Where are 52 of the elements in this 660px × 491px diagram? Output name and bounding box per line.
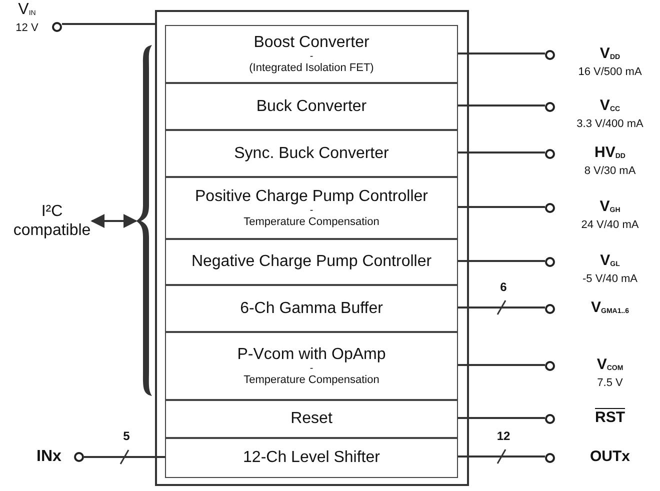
double-arrow [90,214,138,228]
connector-line [458,306,545,308]
block-title: 12-Ch Level Shifter [243,448,380,467]
connector-line [458,260,545,262]
chip-outline [155,10,469,486]
block-title: 6-Ch Gamma Buffer [240,298,383,318]
function-block [165,129,458,178]
pin-rating: 3.3 V/400 mA [576,118,644,130]
block-subtitle: (Integrated Isolation FET) [249,61,374,76]
block-title: Sync. Buck Converter [234,144,389,163]
connector-line [458,152,545,154]
bus-width-label: 6 [500,280,507,294]
connector-line [458,417,545,419]
separator-dash: - [310,206,314,215]
block-title: Boost Converter [254,33,370,52]
pin-rating: -5 V/40 mA [582,273,638,286]
connector-line [458,364,545,366]
function-block [165,25,458,84]
separator-dash: - [310,364,314,373]
bus-width-label: 5 [123,429,130,443]
pin-rating: 8 V/30 mA [584,164,636,178]
connector-line [62,23,155,25]
function-block [165,331,458,400]
pin-rating: 7.5 V [597,377,623,390]
bus-width-label: 12 [496,428,510,442]
block-title: Buck Converter [256,96,367,116]
block-title: Negative Charge Pump Controller [191,252,432,272]
function-block [165,82,458,130]
function-block [165,399,458,438]
block-title: Positive Charge Pump Controller [195,186,428,206]
connector-line [458,456,545,458]
function-block [165,437,458,478]
pin-name: OUTx [590,448,630,464]
block-title: P-Vcom with OpAmp [237,344,386,364]
connector-line [458,206,545,208]
pin-rating: 12 V [16,22,38,35]
pin-rating: 24 V/40 mA [581,219,639,232]
function-block [165,176,458,240]
function-block [165,238,458,286]
pin-name: V$_{IN}$ [18,2,36,20]
separator-dash: - [310,52,314,62]
connector-line [458,52,545,54]
function-block [165,284,458,332]
pin-rating: 16 V/500 mA [578,66,642,78]
pin-name: INx [36,449,62,465]
pin-name: RST [595,410,625,426]
connector-line [84,456,165,458]
block-subtitle: Temperature Compensation [244,214,380,229]
block-subtitle: Temperature Compensation [244,372,380,387]
interface-label: I²C compatible [12,202,92,240]
block-title: Reset [290,409,332,428]
connector-line [458,104,545,106]
